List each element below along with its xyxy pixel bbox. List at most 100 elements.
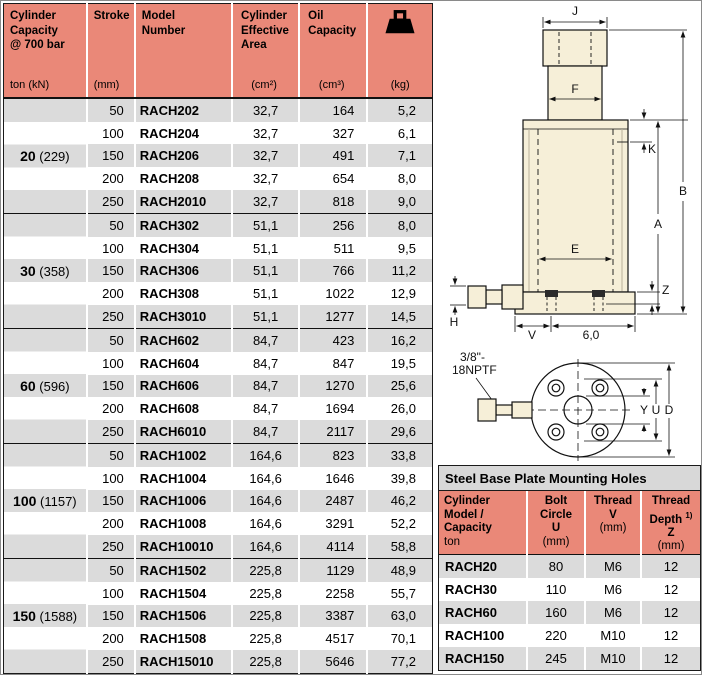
oil-cell: 818: [299, 189, 369, 214]
model-cell: RACH204: [134, 121, 234, 145]
capacity-kn: (229): [39, 148, 70, 164]
model-cell: RACH2010: [134, 189, 234, 214]
dim-label-J: J: [572, 4, 578, 18]
stroke-cell: 100: [86, 466, 136, 490]
area-cell: 51,1: [232, 282, 301, 305]
header-line: Thread: [593, 495, 633, 507]
oil-cell: 3387: [299, 604, 369, 628]
oil-cell: 1277: [299, 304, 369, 329]
stroke-cell: 250: [86, 650, 136, 674]
weight-cell: 39,8: [390, 470, 416, 486]
bolt-circle-cell: 110: [527, 577, 586, 601]
mounting-holes-title: Steel Base Plate Mounting Holes: [439, 466, 700, 491]
header-area-line: Cylinder: [241, 10, 288, 22]
header-line: Z: [667, 526, 675, 539]
oil-cell: 1270: [299, 374, 369, 398]
area-cell: 51,1: [232, 304, 301, 329]
header-cylinder-model: Cylinder Model / Capacity ton: [439, 491, 528, 555]
weight-cell: 63,0: [367, 604, 433, 628]
model-cell: RACH1506: [134, 604, 234, 628]
cylinder-spec-table: Cylinder Capacity @ 700 bar ton (kN) Str…: [3, 3, 433, 674]
header-line: Circle: [540, 508, 572, 521]
model-cell: RACH1006: [134, 489, 234, 513]
dim-label-Y: Y: [640, 403, 648, 417]
area-cell: 84,7: [232, 374, 301, 398]
port-thread-label-line2: 18NPTF: [452, 363, 497, 377]
weight-cell: 29,6: [367, 419, 433, 444]
stroke-cell: 50: [86, 557, 136, 582]
header-line: Capacity: [444, 522, 492, 534]
header-line: Bolt: [544, 495, 568, 507]
header-capacity-line: Cylinder: [10, 10, 57, 22]
area-cell: 164,6: [232, 442, 301, 467]
model-cell: RACH60: [439, 600, 528, 624]
weight-cell: 55,7: [390, 585, 416, 601]
stroke-cell: 100: [86, 236, 136, 260]
area-cell: 84,7: [232, 419, 301, 444]
weight-cell: 8,0: [397, 170, 416, 186]
model-cell: RACH1504: [134, 581, 234, 605]
bottom-view: [475, 359, 630, 461]
model-cell: RACH3010: [134, 304, 234, 329]
model-cell: RACH6010: [134, 419, 234, 444]
dim-label-D: D: [665, 403, 674, 417]
weight-cell: 77,2: [367, 650, 433, 674]
capacity-cell: 100 (1157): [3, 442, 88, 559]
area-cell: 164,6: [232, 466, 301, 490]
header-stroke-label: Stroke: [93, 10, 130, 22]
area-cell: 164,6: [232, 512, 301, 535]
header-oil-line: Oil: [308, 10, 324, 22]
oil-cell: 1694: [299, 397, 369, 420]
area-cell: 32,7: [232, 96, 301, 122]
header-line: Cylinder: [444, 495, 491, 507]
weight-cell: 16,2: [367, 327, 433, 352]
weight-cell: 12,9: [390, 286, 416, 301]
stroke-cell: 50: [86, 96, 136, 122]
model-cell: RACH150: [439, 647, 528, 671]
stroke-cell: 150: [86, 259, 136, 283]
header-model-line: Model: [141, 10, 176, 22]
thread-cell: M10: [585, 623, 642, 648]
oil-cell: 5646: [299, 650, 369, 674]
dim-label-B: B: [679, 184, 687, 198]
model-cell: RACH208: [134, 167, 234, 190]
model-cell: RACH1002: [134, 442, 234, 467]
spec-table-header: Cylinder Capacity @ 700 bar ton (kN) Str…: [3, 3, 433, 99]
area-cell: 32,7: [232, 189, 301, 214]
header-effective-area: Cylinder Effective Area (cm²): [232, 3, 301, 99]
area-cell: 51,1: [232, 212, 301, 237]
header-thread-depth: Thread Depth 1) Z (mm): [641, 491, 700, 555]
area-cell: 51,1: [232, 259, 301, 283]
oil-cell: 327: [299, 121, 369, 145]
header-line: U: [551, 522, 561, 534]
header-unit: (mm): [542, 535, 570, 548]
oil-cell: 2258: [299, 581, 369, 605]
stroke-cell: 150: [86, 144, 136, 168]
stroke-cell: 200: [86, 627, 136, 650]
capacity-value: 100: [13, 492, 37, 509]
dim-label-6-0: 6,0: [583, 328, 600, 342]
area-cell: 32,7: [232, 167, 301, 190]
dim-label-F: F: [571, 82, 578, 96]
header-weight: (kg): [367, 3, 433, 99]
dim-label-A: A: [654, 217, 662, 231]
oil-cell: 4114: [299, 534, 369, 559]
stroke-cell: 250: [86, 419, 136, 444]
header-line: V: [609, 508, 617, 521]
header-model-line: Number: [141, 24, 186, 37]
stroke-cell: 50: [86, 442, 136, 467]
model-cell: RACH304: [134, 236, 234, 260]
